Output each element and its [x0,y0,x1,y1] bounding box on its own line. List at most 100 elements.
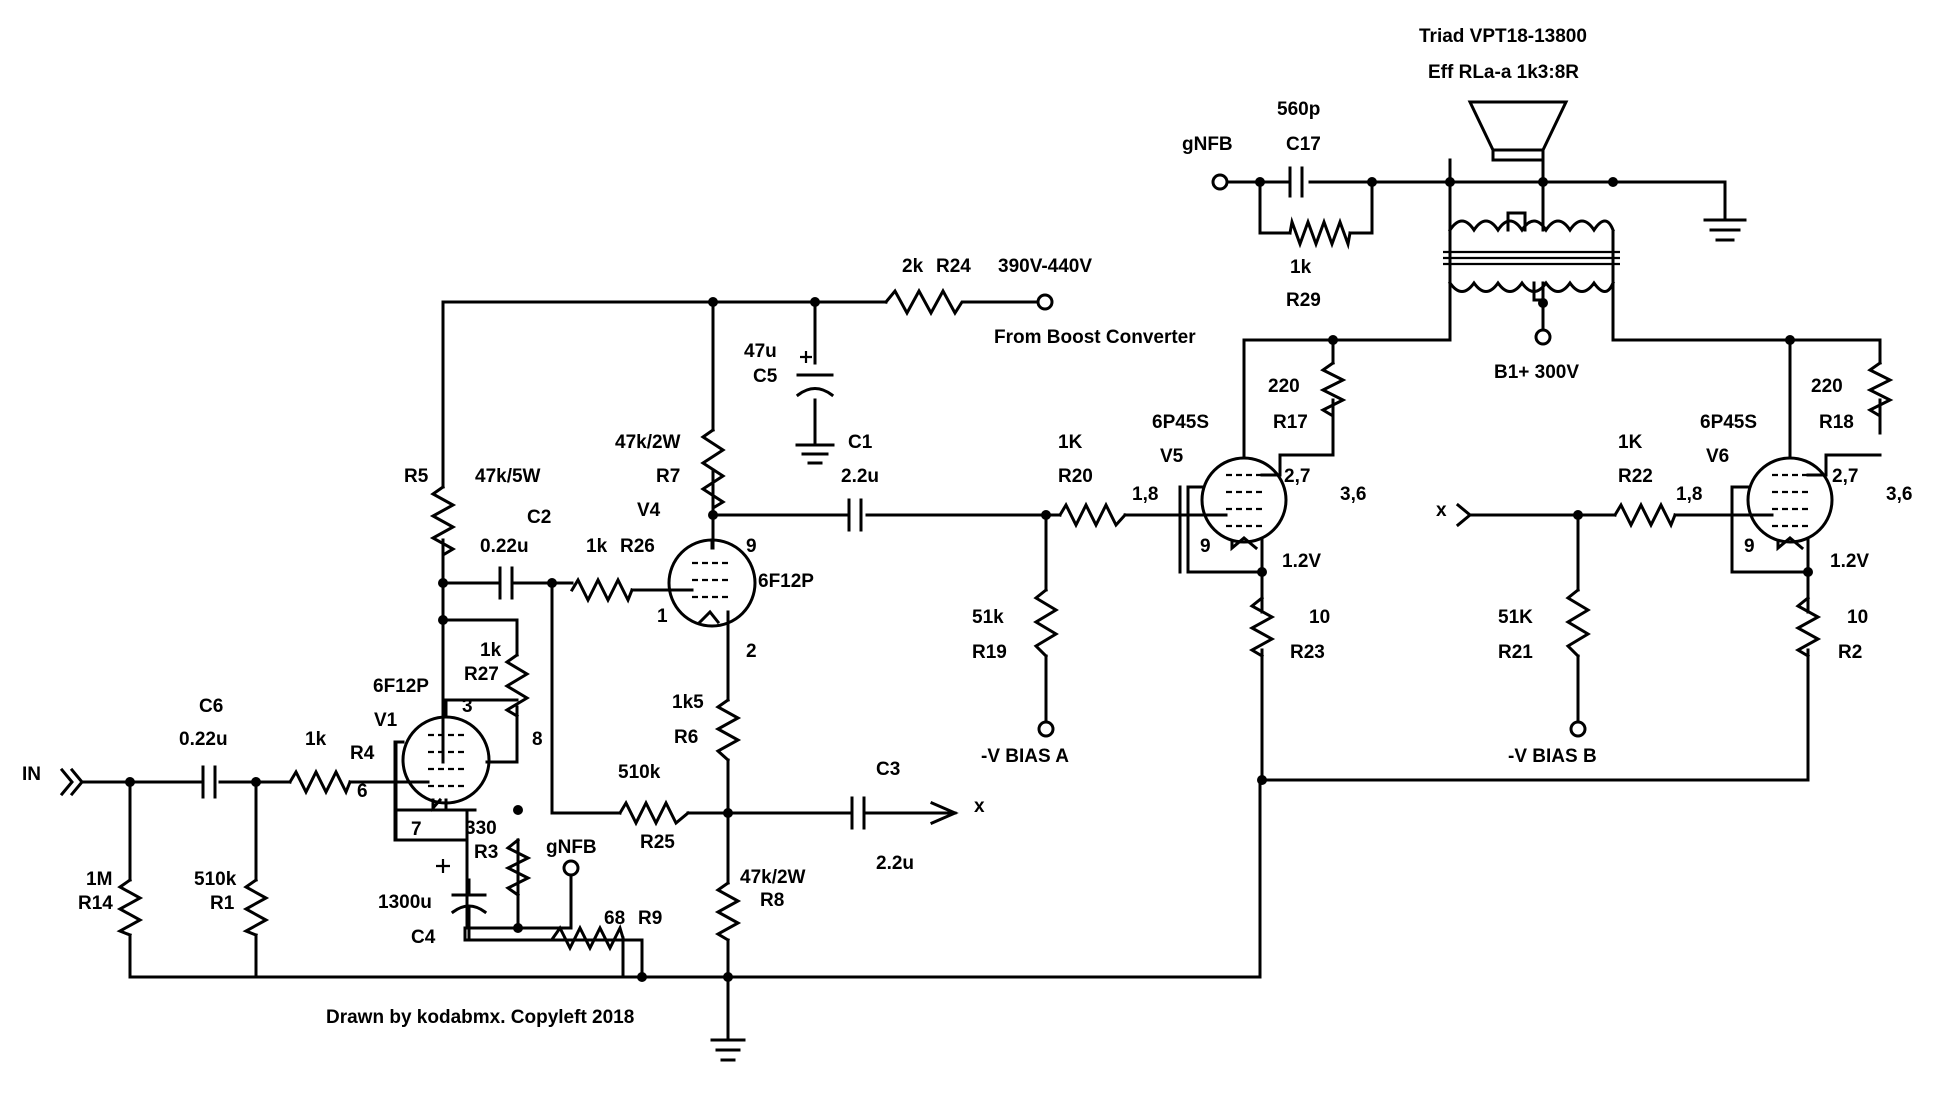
resistor-R25 [617,799,691,827]
label-R26-value: 1k [586,536,608,557]
resistor-R21 [1565,587,1591,659]
grounds [710,218,1747,1062]
label-R14-value: 1M [86,869,112,890]
label-R4-value: 1k [305,729,327,750]
label-R20-ref: R20 [1058,466,1093,487]
transformer-model: Triad VPT18-13800 [1419,26,1587,47]
label-V5-pin-grid: 1,8 [1132,484,1158,505]
labels: Triad VPT18-13800 Eff RLa-a 1k3:8R 560p … [22,26,1912,1028]
label-R9-ref: R9 [638,908,662,929]
label-V5-pin-plate: 3,6 [1340,484,1366,505]
label-R5-value: 47k/5W [475,466,541,487]
label-V6-pin-cathode: 9 [1744,536,1755,557]
capacitor-C17 [1288,166,1304,198]
resistors [116,216,1894,952]
wires [80,158,1882,1042]
label-V1-type: 6F12P [373,676,429,697]
label-R19-value: 51k [972,607,1004,628]
label-R8-value: 47k/2W [740,867,806,888]
ground-symbol-main [710,1038,746,1062]
label-supply-voltage: 390V-440V [998,256,1092,277]
nfb-terminal-top [1211,173,1229,191]
label-V1-pin-plate: 3 [462,696,473,717]
label-V6-pin-grid: 1,8 [1676,484,1702,505]
label-R5-ref: R5 [404,466,429,487]
b-plus-terminal [1036,293,1054,311]
label-R20-value: 1K [1058,432,1083,453]
label-V4-pin-plate: 9 [746,536,757,557]
label-input: IN [22,764,41,785]
label-R24-ref: R24 [936,256,971,277]
resistor-R18 [1866,360,1894,435]
label-C4-ref: C4 [411,927,436,948]
resistor-R7 [700,427,726,517]
label-bias-b: -V BIAS B [1508,746,1597,767]
label-R7-value: 47k/2W [615,432,681,453]
label-x-in: x [1436,500,1447,521]
resistor-R9 [550,923,625,952]
tube-V5 [1178,453,1335,574]
resistor-R3 [504,837,532,898]
label-gnfb-bottom: gNFB [546,837,597,858]
resistor-R5 [429,484,457,585]
label-R3-value: 330 [465,818,497,839]
transformer-spec: Eff RLa-a 1k3:8R [1428,62,1579,83]
label-x-out: x [974,796,985,817]
resistor-R8 [714,880,742,943]
nfb-terminal-bottom [562,859,580,877]
label-R2-ref: R2 [1838,642,1862,663]
capacitor-C1 [847,498,863,532]
label-R3-ref: R3 [474,842,498,863]
capacitor-C2 [488,566,524,600]
label-C1-value: 2.2u [841,466,879,487]
label-R8-ref: R8 [760,890,784,911]
resistor-R26 [569,576,634,604]
label-R21-value: 51K [1498,607,1533,628]
resistor-R4 [287,768,352,796]
ground-symbol-c5 [795,443,835,465]
tube-V4 [667,538,757,628]
label-R6-ref: R6 [674,727,698,748]
junctions [125,177,1813,982]
resistor-R1 [242,877,270,937]
label-R27-ref: R27 [464,664,499,685]
label-R9-value: 68 [604,908,625,929]
b1-terminal [1534,328,1552,346]
label-V6-pin-screen: 2,7 [1832,466,1858,487]
resistor-R20 [1057,501,1128,529]
resistor-R6 [714,697,742,763]
label-V1-pin-screen: 8 [532,729,543,750]
tube-V6 [1730,453,1882,574]
label-R22-ref: R22 [1618,466,1653,487]
label-R7-ref: R7 [656,466,680,487]
label-C17-ref: C17 [1286,134,1321,155]
label-R29-value: 1k [1290,257,1312,278]
label-V4-type: 6F12P [758,571,814,592]
label-V5-pin-screen: 2,7 [1284,466,1310,487]
label-R26-ref: R26 [620,536,655,557]
resistor-R19 [1033,587,1059,659]
label-V1-ref: V1 [374,710,398,731]
label-R4-ref: R4 [350,743,375,764]
label-C5-ref: C5 [753,366,778,387]
x-input-arrow-icon [1455,502,1473,528]
label-R6-value: 1k5 [672,692,704,713]
label-C2-ref: C2 [527,507,551,528]
label-C3-value: 2.2u [876,853,914,874]
label-C4-value: 1300u [378,892,432,913]
label-R24-value: 2k [902,256,924,277]
resistor-R22 [1612,501,1677,529]
output-transformer [1443,100,1620,342]
label-R17-ref: R17 [1273,412,1308,433]
label-V5-cathode-v: 1.2V [1282,551,1321,572]
label-supply-source: From Boost Converter [994,327,1196,348]
speaker-icon [1467,100,1569,162]
terminals [562,173,1587,877]
label-R22-value: 1K [1618,432,1643,453]
capacitor-C6 [201,765,217,799]
tube-V1 [393,698,519,842]
label-R14-ref: R14 [78,893,113,914]
label-C17-value: 560p [1277,99,1320,120]
label-C3-ref: C3 [876,759,900,780]
bias-a-terminal [1037,720,1055,738]
